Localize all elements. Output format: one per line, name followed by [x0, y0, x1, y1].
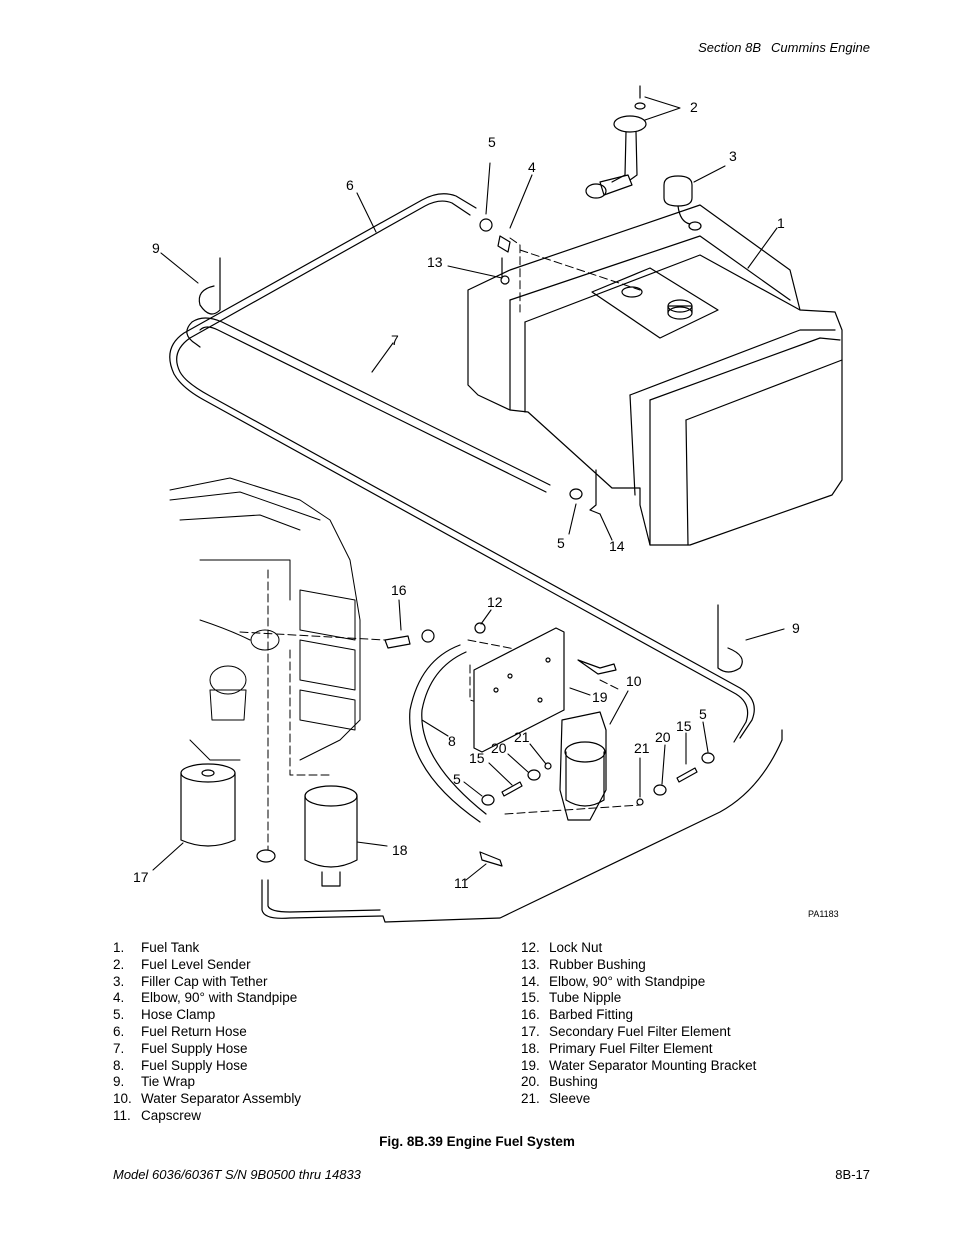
- legend-item: 2.Fuel Level Sender: [113, 956, 251, 972]
- fuel-system-diagram: 2 3 5 4 6 1 9 13 7 5 14 16 12 9 10 19 15…: [133, 85, 843, 923]
- callout-1: 1: [777, 215, 785, 231]
- filler-cap-drawing: [663, 175, 702, 231]
- page-header: Section 8B Cummins Engine: [698, 40, 870, 55]
- primary-fuel-filter-drawing: [304, 785, 358, 887]
- callout-17: 17: [133, 869, 149, 885]
- callout-15: 15: [676, 718, 692, 734]
- fuel-supply-hose-drawing: [186, 317, 551, 486]
- callout-labels: 2 3 5 4 6 1 9 13 7 5 14 16 12 9 10 19 15…: [133, 99, 839, 919]
- legend-item: 6.Fuel Return Hose: [113, 1023, 247, 1039]
- callout-2: 2: [690, 99, 698, 115]
- callout-20: 20: [655, 729, 671, 745]
- header-title: Cummins Engine: [771, 40, 870, 55]
- fuel-tank-drawing: [467, 204, 843, 546]
- figure-caption: Fig. 8B.39 Engine Fuel System: [379, 1134, 575, 1149]
- legend-item: 17.Secondary Fuel Filter Element: [521, 1023, 731, 1039]
- engine-block-drawing: [169, 477, 361, 761]
- callout-9: 9: [792, 620, 800, 636]
- legend-item: 12.Lock Nut: [521, 940, 603, 955]
- legend-item: 14.Elbow, 90° with Standpipe: [521, 973, 706, 989]
- legend-item: 3.Filler Cap with Tether: [113, 973, 268, 989]
- legend-item: 5.Hose Clamp: [113, 1007, 216, 1023]
- parts-legend-left: 1.Fuel Tank 2.Fuel Level Sender 3.Filler…: [113, 940, 301, 1125]
- legend-item: 4.Elbow, 90° with Standpipe: [113, 990, 298, 1006]
- footer-page-number: 8B-17: [835, 1167, 870, 1182]
- callout-5: 5: [453, 771, 461, 787]
- legend-item: 10.Water Separator Assembly: [113, 1091, 302, 1107]
- callout-8: 8: [448, 733, 456, 749]
- legend-item: 8.Fuel Supply Hose: [113, 1057, 248, 1073]
- legend-item: 9.Tie Wrap: [113, 1074, 196, 1090]
- callout-13: 13: [427, 254, 443, 270]
- fuel-supply-hose-8-drawing: [409, 644, 481, 823]
- callout-9: 9: [152, 240, 160, 256]
- callout-18: 18: [392, 842, 408, 858]
- callout-11: 11: [454, 875, 469, 891]
- callout-14: 14: [609, 538, 625, 554]
- callout-12: 12: [487, 594, 503, 610]
- callout-15: 15: [469, 750, 485, 766]
- callout-5: 5: [488, 134, 496, 150]
- callout-10: 10: [626, 673, 642, 689]
- legend-item: 19.Water Separator Mounting Bracket: [521, 1057, 757, 1073]
- callout-21: 21: [514, 729, 530, 745]
- footer-model: Model 6036/6036T S/N 9B0500 thru 14833: [113, 1167, 361, 1182]
- callout-19: 19: [592, 689, 608, 705]
- legend-item: 1.Fuel Tank: [113, 940, 200, 955]
- callout-3: 3: [729, 148, 737, 164]
- callout-21: 21: [634, 740, 650, 756]
- callout-6: 6: [346, 177, 354, 193]
- legend-item: 7.Fuel Supply Hose: [113, 1040, 248, 1056]
- legend-item: 16.Barbed Fitting: [521, 1007, 634, 1023]
- callout-7: 7: [391, 332, 399, 348]
- legend-item: 13.Rubber Bushing: [521, 956, 646, 972]
- legend-item: 11.Capscrew: [113, 1107, 202, 1123]
- fuel-level-sender-drawing: [585, 85, 647, 199]
- mounting-bracket-drawing: [473, 627, 565, 753]
- secondary-fuel-filter-drawing: [180, 763, 236, 847]
- callout-20: 20: [491, 740, 507, 756]
- callout-5: 5: [557, 535, 565, 551]
- parts-legend-right: 12.Lock Nut 13.Rubber Bushing 14.Elbow, …: [521, 940, 756, 1108]
- legend-item: 21.Sleeve: [521, 1091, 591, 1107]
- callout-4: 4: [528, 159, 536, 175]
- callout-5: 5: [699, 706, 707, 722]
- callout-16: 16: [391, 582, 407, 598]
- figure-code: PA1183: [808, 909, 839, 919]
- water-separator-drawing: [559, 711, 607, 821]
- fuel-return-hose-drawing: [176, 200, 755, 739]
- legend-item: 18.Primary Fuel Filter Element: [521, 1040, 713, 1056]
- tie-wrap-drawing: [198, 257, 743, 673]
- legend-item: 20.Bushing: [521, 1074, 598, 1090]
- header-section: Section 8B: [698, 40, 761, 55]
- legend-item: 15.Tube Nipple: [521, 990, 622, 1006]
